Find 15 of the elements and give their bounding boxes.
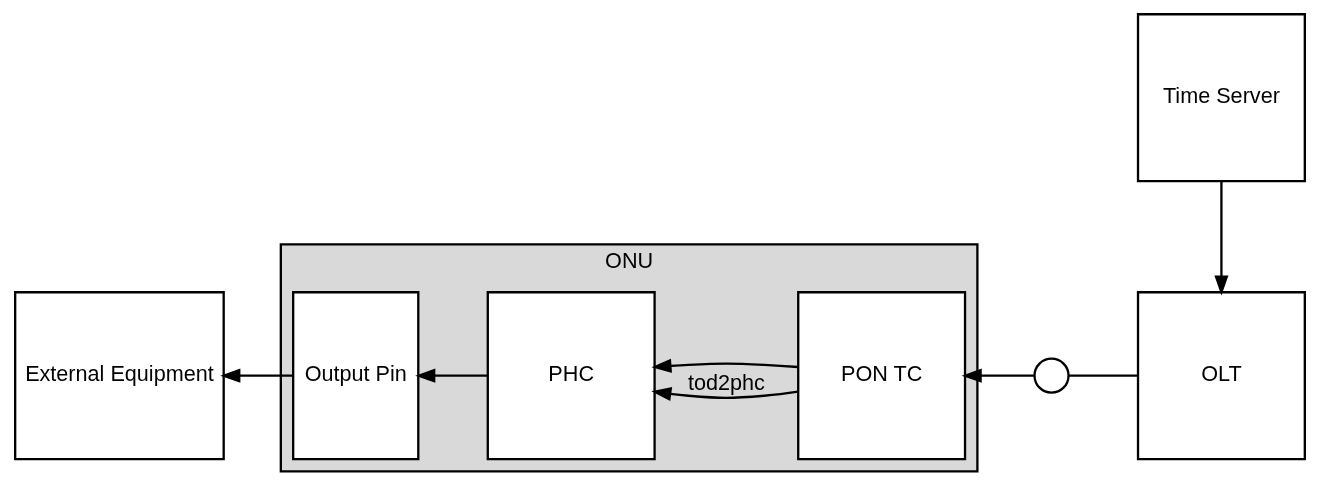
node-box: PHC <box>486 291 656 461</box>
node-box: Output Pin <box>291 291 419 461</box>
node-box: External Equipment <box>13 291 225 461</box>
node-box: PON TC <box>796 291 966 461</box>
arrow <box>650 358 798 373</box>
node-circle <box>1032 357 1070 394</box>
node-box: Time Server <box>1136 13 1306 183</box>
arrow <box>1213 181 1228 296</box>
node-box: OLT <box>1136 291 1306 461</box>
arrow <box>650 386 798 401</box>
arrow <box>219 368 293 383</box>
arrow <box>961 368 1034 383</box>
edge-label: tod2phc <box>687 369 765 395</box>
connector <box>1068 374 1138 377</box>
arrow <box>414 368 488 383</box>
